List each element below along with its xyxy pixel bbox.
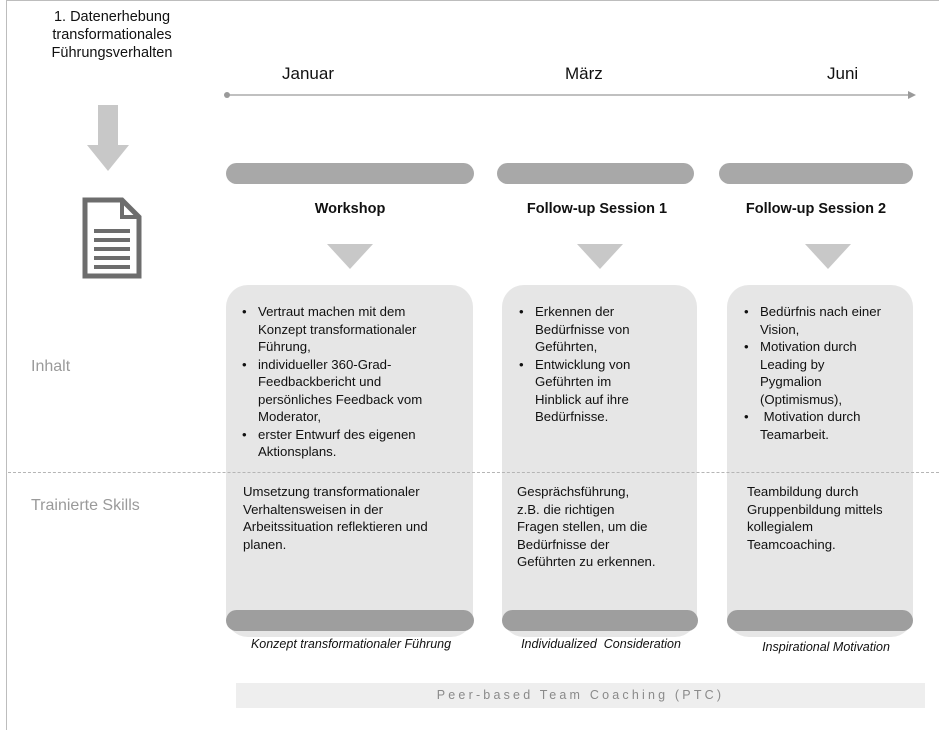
ptc-footer-band: Peer-based Team Coaching (PTC) <box>236 683 925 708</box>
session-top-bar <box>226 163 474 184</box>
session-title-followup-1: Follow-up Session 1 <box>526 201 668 217</box>
list-item-line: individueller 360-Grad- <box>258 356 392 372</box>
list-item: Entwicklung von Geführten im Hinblick au… <box>516 356 696 426</box>
content-list-workshop: Vertraut machen mit dem Konzept transfor… <box>239 303 471 461</box>
list-item-line: erster Entwurf des eigenen <box>258 426 416 442</box>
list-item-line: Geführten, <box>535 339 598 354</box>
list-item: Motivation durch Leading by Pygmalion (O… <box>741 338 913 408</box>
list-item-line: Feedbackbericht und <box>258 374 382 389</box>
content-list-followup-1: Erkennen der Bedürfnisse von Geführten, … <box>516 303 696 426</box>
list-item: Bedürfnis nach einer Vision, <box>741 303 913 338</box>
step-label-line: Führungsverhalten <box>51 45 173 61</box>
list-item-line: Vision, <box>760 321 800 337</box>
list-item-line: Aktionsplans. <box>258 444 337 459</box>
session-bottom-bar <box>226 610 474 631</box>
list-item: Erkennen der Bedürfnisse von Geführten, <box>516 303 696 356</box>
skills-text-followup-1: Gesprächsführung, z.B. die richtigen Fra… <box>517 483 697 571</box>
list-item-line: Motivation durch <box>760 339 857 354</box>
skills-line: Gruppenbildung mittels <box>747 501 883 517</box>
list-item-line: Konzept transformationaler <box>258 321 417 337</box>
concept-caption-followup-1: Individualized Consideration <box>521 637 681 651</box>
list-item: individueller 360-Grad- Feedbackbericht … <box>239 356 471 426</box>
list-item: erster Entwurf des eigenen Aktionsplans. <box>239 426 471 461</box>
step-label: 1. Datenerhebung transformationales Führ… <box>24 8 200 62</box>
list-item-line: Pygmalion <box>760 374 822 389</box>
triangle-down-icon <box>327 244 373 269</box>
triangle-down-icon <box>577 244 623 269</box>
session-top-bar <box>497 163 694 184</box>
timeline-arrow <box>224 91 916 99</box>
list-item-line: Geführten im <box>535 374 612 389</box>
row-label-content: Inhalt <box>31 358 71 375</box>
skills-text-followup-2: Teambildung durch Gruppenbildung mittels… <box>747 483 913 553</box>
session-bottom-bar <box>727 610 913 631</box>
list-item-line: Motivation durch <box>760 409 861 424</box>
list-item-line: Entwicklung von <box>535 356 631 372</box>
list-item-line: Erkennen der <box>535 304 615 319</box>
step-label-line: transformationales <box>52 27 172 43</box>
concept-caption-followup-2: Inspirational Motivation <box>762 640 890 654</box>
frame-left-border <box>6 0 7 730</box>
skills-line: Geführten zu erkennen. <box>517 554 656 569</box>
month-label-january: Januar <box>282 64 334 83</box>
list-item-line: Hinblick auf ihre <box>535 391 629 407</box>
list-item-line: Führung, <box>258 339 311 354</box>
skills-line: z.B. die richtigen <box>517 501 615 517</box>
list-item-line: Leading by <box>760 356 825 372</box>
list-item-line: persönliches Feedback vom <box>258 391 423 407</box>
skills-line: Teamcoaching. <box>747 536 836 552</box>
skills-line: Bedürfnisse der <box>517 536 610 552</box>
document-icon <box>82 197 142 279</box>
skills-line: Arbeitssituation reflektieren und <box>243 519 428 534</box>
list-item-line: Bedürfnisse von <box>535 321 630 337</box>
list-item-line: Bedürfnis nach einer <box>760 304 881 319</box>
skills-line: planen. <box>243 536 287 552</box>
session-bottom-bar <box>502 610 698 631</box>
list-item-line: Moderator, <box>258 409 322 424</box>
list-item: Motivation durch Teamarbeit. <box>741 408 913 443</box>
skills-line: Teambildung durch <box>747 484 859 499</box>
list-item-line: (Optimismus), <box>760 391 843 407</box>
step-label-line: 1. Datenerhebung <box>53 9 171 25</box>
list-item-line: Bedürfnisse. <box>535 409 609 424</box>
frame-top-border <box>6 0 939 1</box>
skills-line: kollegialem <box>747 519 813 534</box>
concept-caption-workshop: Konzept transformationaler Führung <box>250 637 452 651</box>
skills-text-workshop: Umsetzung transformationaler Verhaltensw… <box>243 483 471 553</box>
list-item: Vertraut machen mit dem Konzept transfor… <box>239 303 471 356</box>
row-label-skills: Trainierte Skills <box>31 497 140 514</box>
list-item-line: Vertraut machen mit dem <box>258 304 406 319</box>
skills-line: Gesprächsführung, <box>517 484 630 499</box>
skills-line: Umsetzung transformationaler <box>243 484 420 499</box>
session-title-followup-2: Follow-up Session 2 <box>745 201 887 217</box>
month-label-march: März <box>565 64 603 83</box>
skills-line: Fragen stellen, um die <box>517 519 648 534</box>
session-title-workshop: Workshop <box>314 201 386 217</box>
row-divider <box>8 472 939 473</box>
month-label-june: Juni <box>827 64 859 83</box>
skills-line: Verhaltensweisen in der <box>243 501 384 517</box>
list-item-line: Teamarbeit. <box>760 426 829 442</box>
content-list-followup-2: Bedürfnis nach einer Vision, Motivation … <box>741 303 913 443</box>
session-top-bar <box>719 163 913 184</box>
triangle-down-icon <box>805 244 851 269</box>
arrow-down-icon <box>87 105 129 171</box>
